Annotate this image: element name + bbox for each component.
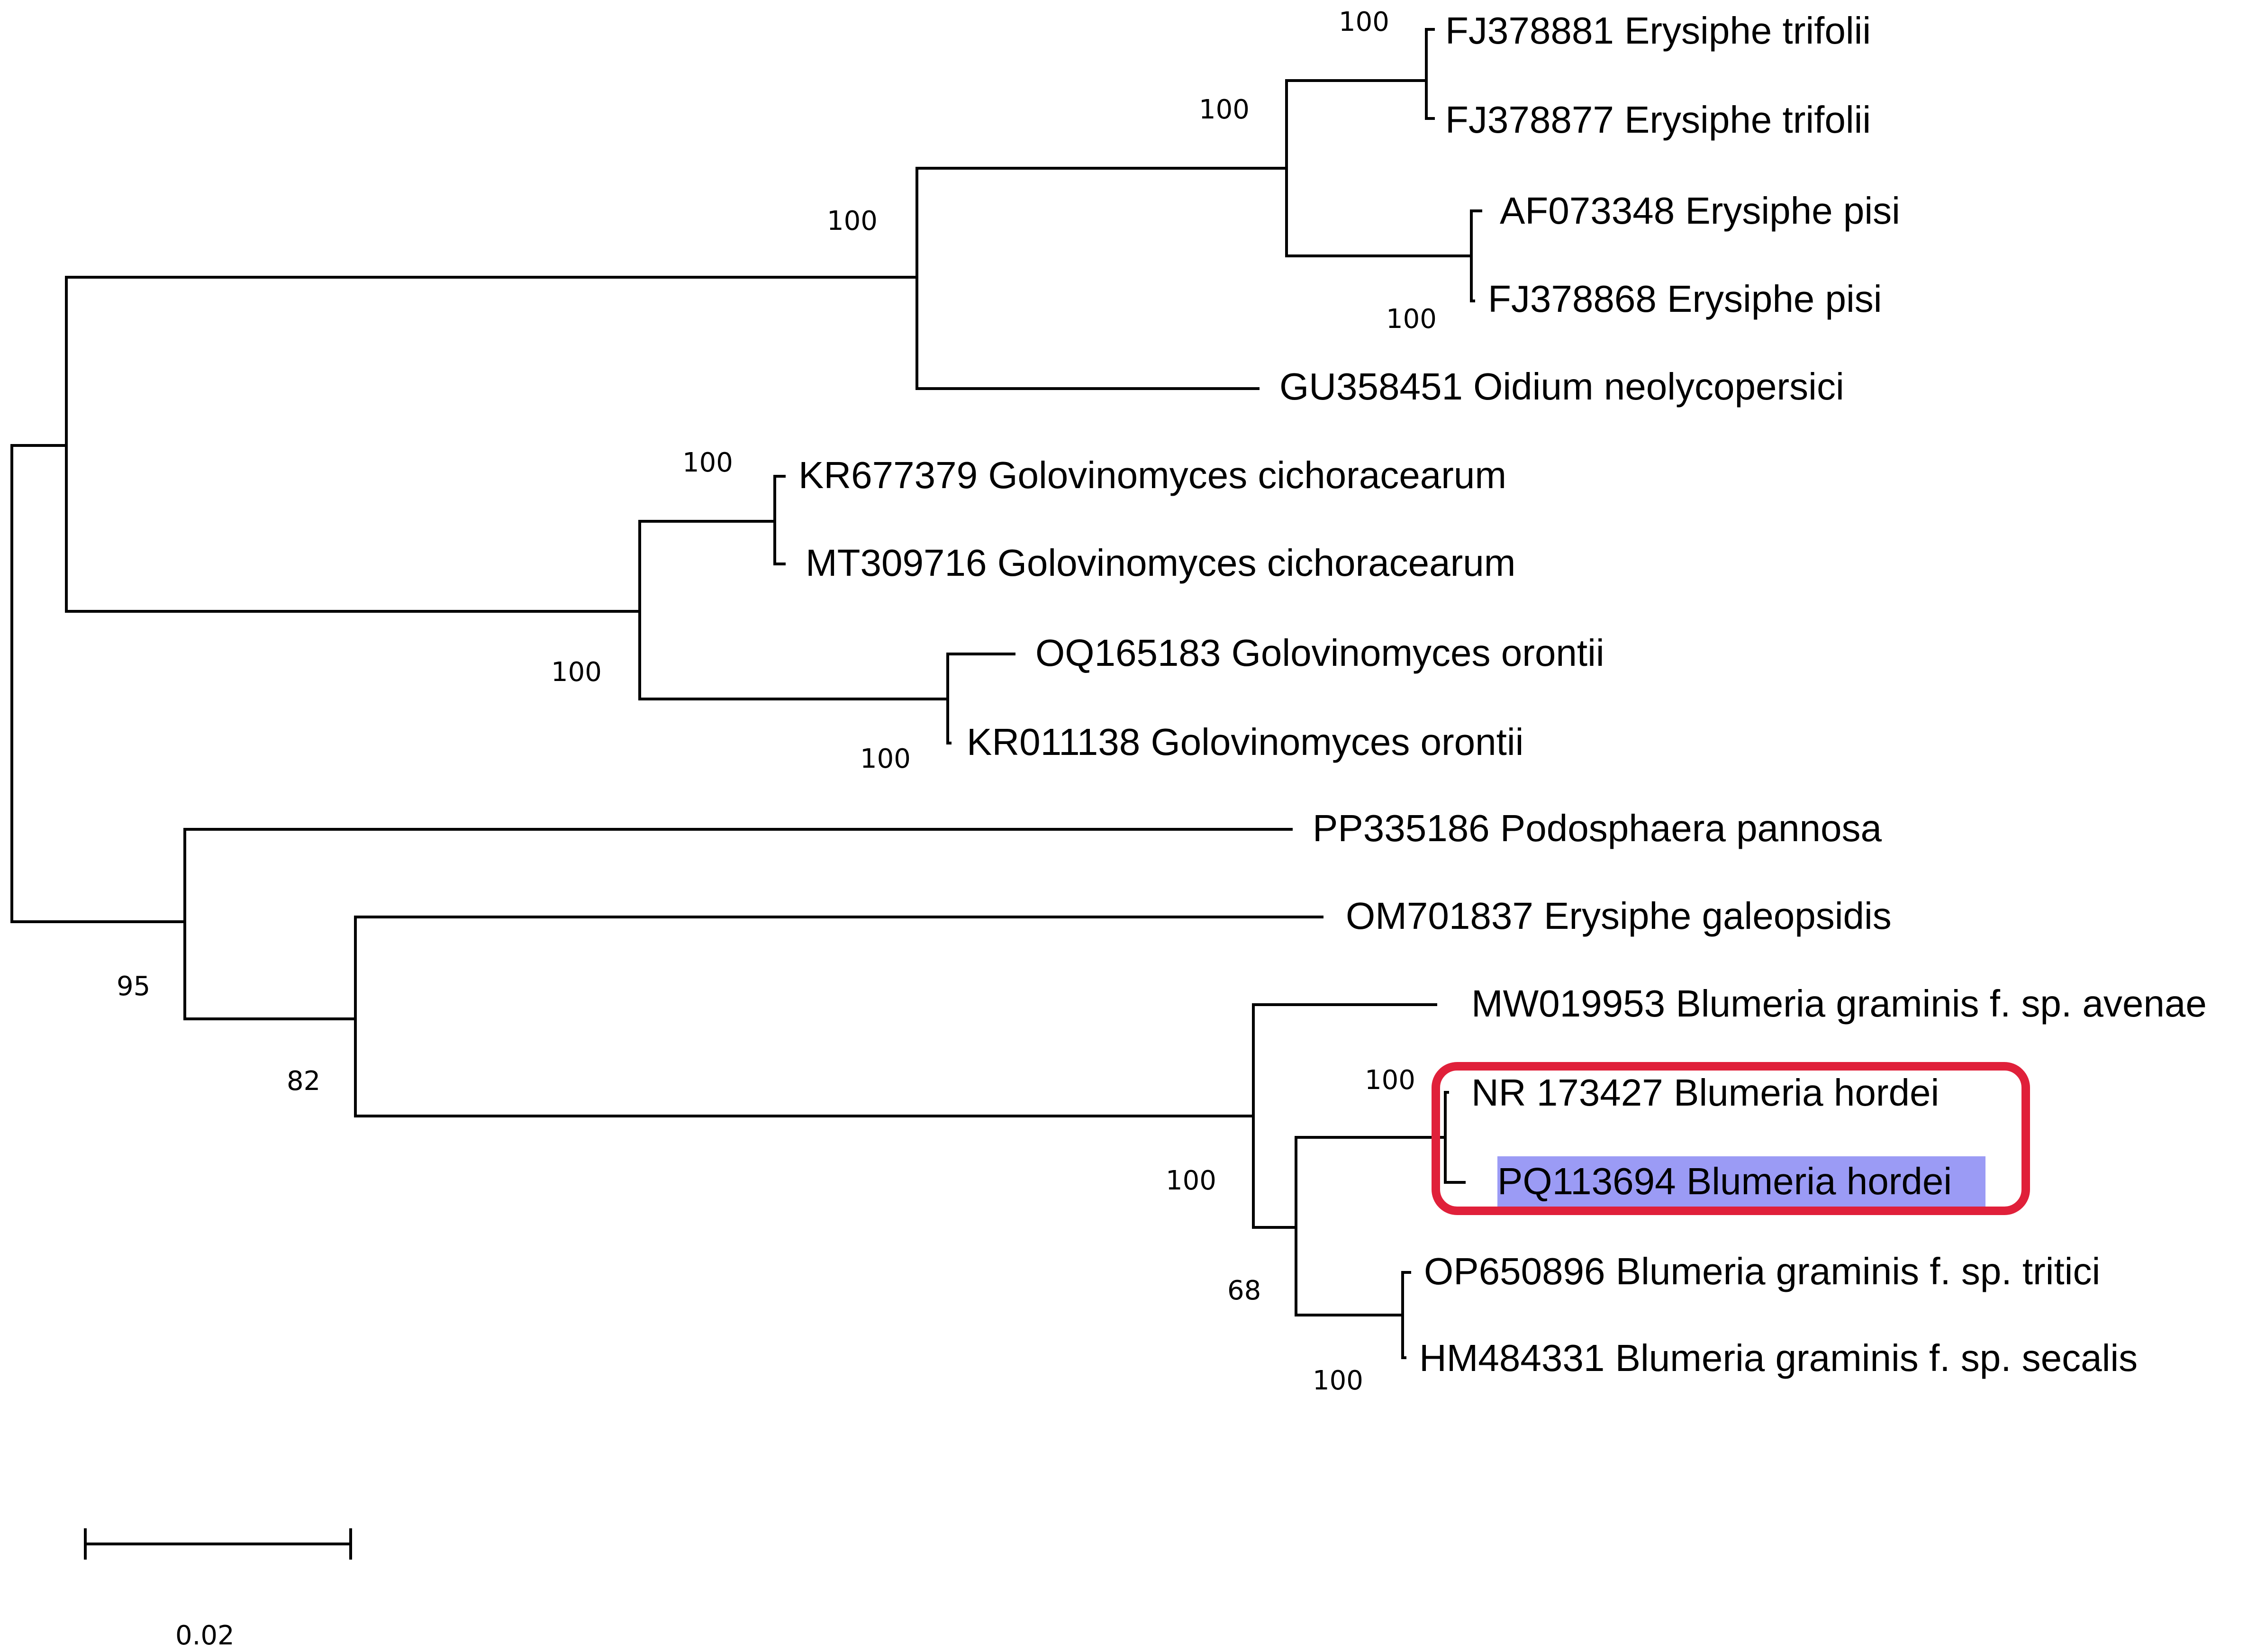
support-value: 100: [1313, 1365, 1363, 1396]
taxon-label: FJ378877 Erysiphe trifolii: [1445, 99, 1871, 141]
scale-bar: 0.02: [84, 1528, 352, 1651]
support-value: 100: [1199, 94, 1250, 125]
taxon-label-query: PQ113694 Blumeria hordei: [1497, 1160, 1952, 1202]
support-value: 68: [1227, 1275, 1261, 1306]
taxon-label: FJ378881 Erysiphe trifolii: [1445, 9, 1871, 52]
taxon-label: PP335186 Podosphaera pannosa: [1313, 807, 1882, 849]
taxon-labels: FJ378881 Erysiphe trifolii FJ378877 Erys…: [798, 9, 2207, 1379]
support-value: 100: [551, 657, 602, 688]
taxon-label: OM701837 Erysiphe galeopsidis: [1346, 895, 1892, 937]
taxon-label: KR677379 Golovinomyces cichoracearum: [798, 454, 1506, 496]
support-value: 95: [117, 971, 150, 1002]
support-value: 100: [860, 744, 911, 774]
support-value: 100: [682, 447, 733, 478]
taxon-label: KR011138 Golovinomyces orontii: [967, 721, 1523, 763]
support-value: 100: [827, 206, 878, 236]
support-value: 82: [287, 1066, 320, 1097]
support-values: 100 100 100 100 100 100 100 95 82 100 10…: [117, 7, 1437, 1396]
scale-bar-label: 0.02: [175, 1620, 235, 1651]
taxon-label: MW019953 Blumeria graminis f. sp. avenae: [1471, 982, 2207, 1025]
tree-branches: [10, 28, 1482, 1359]
taxon-label: NR 173427 Blumeria hordei: [1471, 1071, 1939, 1114]
taxon-label: OQ165183 Golovinomyces orontii: [1035, 632, 1604, 674]
query-taxon-highlight: [1497, 1156, 1985, 1208]
support-value: 100: [1386, 304, 1437, 335]
taxon-label: MT309716 Golovinomyces cichoracearum: [806, 542, 1515, 584]
taxon-label: OP650896 Blumeria graminis f. sp. tritic…: [1424, 1250, 2100, 1292]
support-value: 100: [1166, 1165, 1216, 1196]
blumeria-hordei-highlight-box: [1432, 1062, 2030, 1215]
support-value: 100: [1365, 1065, 1415, 1096]
taxon-label: AF073348 Erysiphe pisi: [1500, 190, 1900, 232]
taxon-label: GU358451 Oidium neolycopersici: [1279, 365, 1844, 408]
support-value: 100: [1339, 7, 1389, 37]
taxon-label: HM484331 Blumeria graminis f. sp. secali…: [1419, 1337, 2138, 1379]
taxon-label: FJ378868 Erysiphe pisi: [1488, 278, 1882, 320]
